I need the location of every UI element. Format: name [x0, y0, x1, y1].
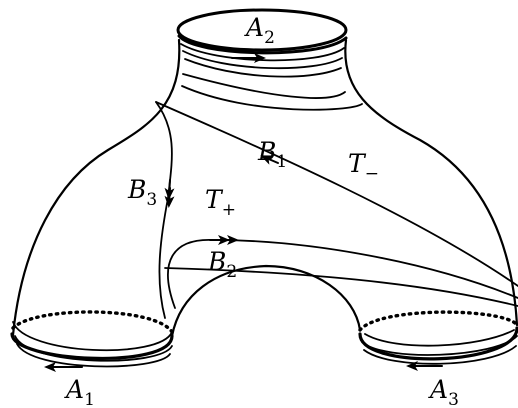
boundary-A2-shading-3 — [184, 58, 342, 78]
boundary-A2-front-rim — [177, 34, 348, 55]
curve-B1-arrow — [260, 155, 279, 165]
boundary-A1-shading-3 — [16, 343, 171, 368]
curve-B3-arrow-2 — [164, 187, 175, 208]
boundary-A1-back-dotted — [11, 310, 174, 334]
curve-right-lower — [181, 85, 363, 111]
boundary-A3-shading-3 — [363, 345, 517, 365]
label-T-minus: T− — [348, 149, 379, 184]
curve-lower-right — [164, 267, 518, 307]
curve-B1 — [155, 101, 518, 287]
boundary-A1-front-rim — [10, 332, 174, 360]
boundary-A3-back-dotted — [358, 310, 518, 332]
label-T-plus: T+ — [205, 185, 236, 220]
label-B1: B1 — [257, 137, 287, 172]
boundary-A2-shading-1 — [180, 43, 345, 62]
boundary-A1-shading-1 — [12, 321, 173, 352]
surface-outline-crotch — [170, 264, 362, 338]
boundary-A2-top-rim — [176, 8, 348, 52]
boundary-A2-shading-2 — [182, 50, 343, 70]
surface-outline-left — [11, 38, 181, 337]
label-A3: A3 — [428, 375, 459, 408]
boundary-A1-shading-2 — [14, 335, 173, 362]
surface-outline-right — [344, 38, 518, 327]
boundary-A3-shading-2 — [361, 335, 518, 356]
curve-B2 — [167, 239, 518, 309]
label-B3: B3 — [127, 175, 157, 210]
label-A2: A2 — [244, 13, 275, 48]
boundary-A3-shading-1 — [364, 329, 515, 347]
label-B2: B2 — [207, 247, 237, 282]
label-A1: A1 — [64, 375, 95, 408]
curve-right-upper — [182, 73, 346, 99]
